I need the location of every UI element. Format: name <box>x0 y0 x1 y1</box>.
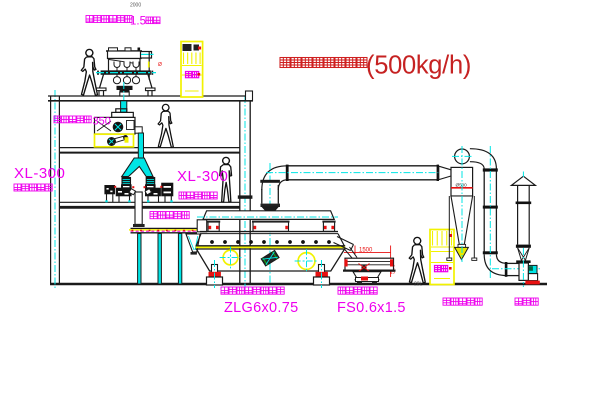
svg-text:2000: 2000 <box>130 3 141 9</box>
svg-text:Ø: Ø <box>158 62 162 68</box>
svg-text:(500kg/h): (500kg/h) <box>366 52 471 80</box>
svg-text:1.5: 1.5 <box>130 16 146 28</box>
svg-text:Ø500: Ø500 <box>456 183 468 188</box>
svg-text:ZLG6x0.75: ZLG6x0.75 <box>224 300 298 316</box>
svg-text:XL-300: XL-300 <box>177 168 228 185</box>
svg-text:XL-300: XL-300 <box>14 165 65 182</box>
svg-text:28L: 28L <box>414 282 423 288</box>
svg-text:1500: 1500 <box>359 248 373 254</box>
svg-text:350: 350 <box>93 116 111 128</box>
svg-text:FS0.6x1.5: FS0.6x1.5 <box>337 300 406 316</box>
